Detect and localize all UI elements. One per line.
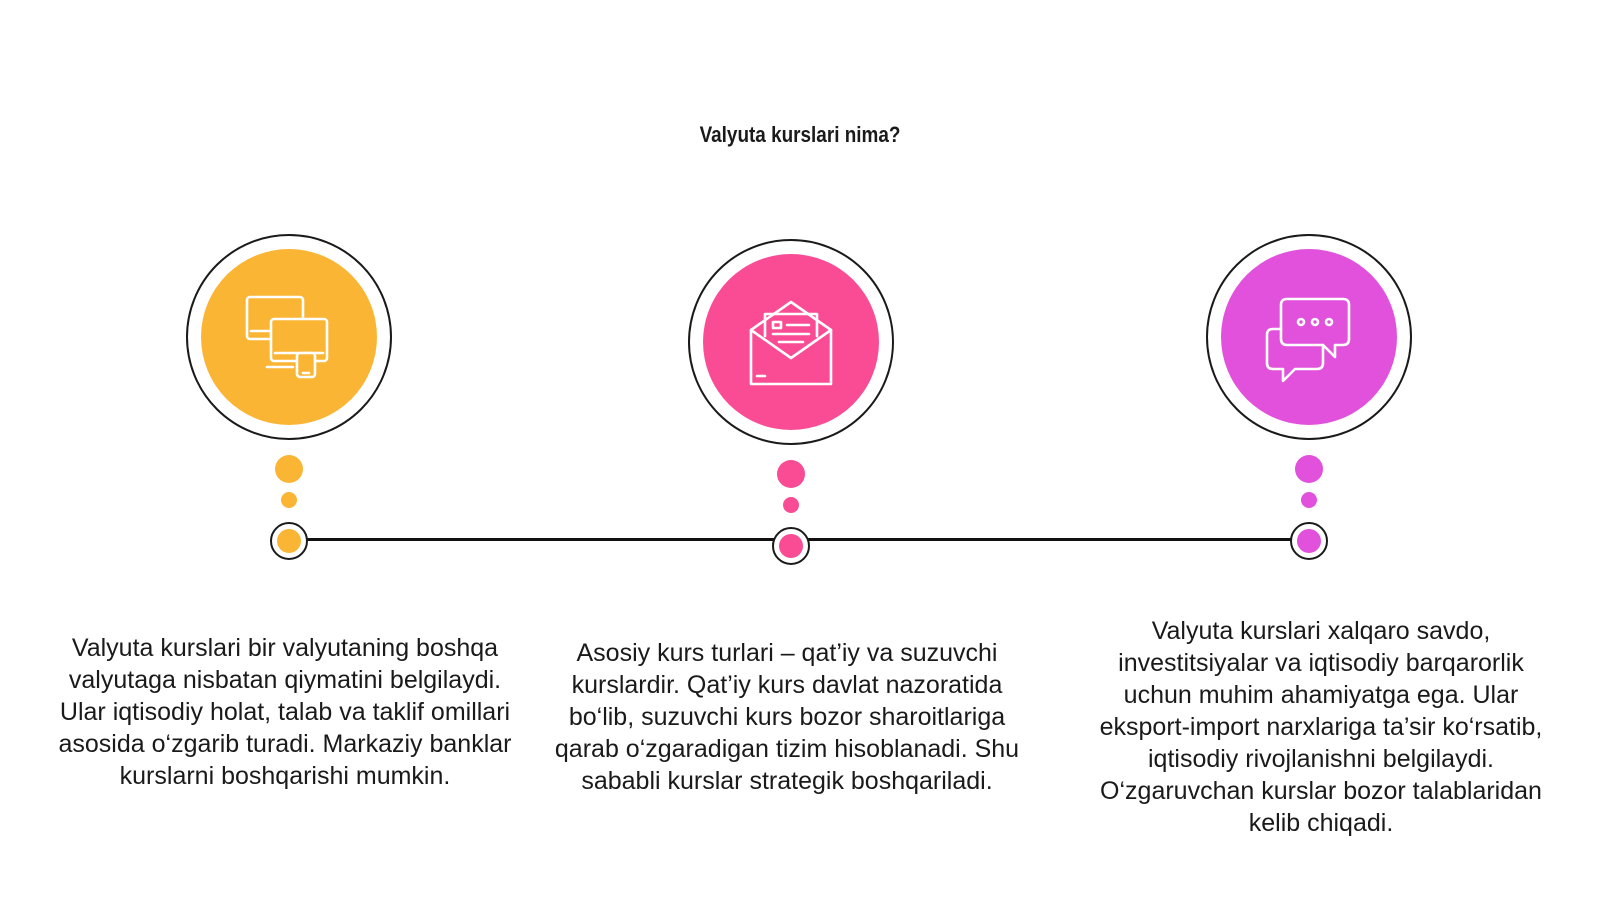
devices-icon bbox=[245, 295, 329, 379]
connector-dot-large-3 bbox=[1295, 455, 1323, 483]
icon-disc-2 bbox=[703, 254, 879, 430]
step-3-description: Valyuta kurslari xalqaro savdo, investit… bbox=[1099, 617, 1543, 837]
page-title: Valyuta kurslari nima? bbox=[699, 122, 901, 147]
connector-dot-large-1 bbox=[275, 455, 303, 483]
connector-dot-small-1 bbox=[281, 492, 297, 508]
connector-dot-large-2 bbox=[777, 460, 805, 488]
icon-disc-3 bbox=[1221, 249, 1397, 425]
envelope-icon bbox=[749, 300, 833, 386]
icon-ring-2 bbox=[688, 239, 894, 445]
icon-ring-1 bbox=[186, 234, 392, 440]
icon-disc-1 bbox=[201, 249, 377, 425]
connector-dot-small-2 bbox=[783, 497, 799, 513]
chat-bubbles-icon bbox=[1265, 297, 1351, 383]
timeline-node-1 bbox=[270, 522, 308, 560]
timeline-node-3 bbox=[1290, 522, 1328, 560]
icon-ring-3 bbox=[1206, 234, 1412, 440]
timeline-node-2 bbox=[772, 527, 810, 565]
step-1-description: Valyuta kurslari bir valyutaning boshqa … bbox=[58, 634, 512, 790]
connector-dot-small-3 bbox=[1301, 492, 1317, 508]
step-2-description: Asosiy kurs turlari – qat’iy va suzuvchi… bbox=[554, 639, 1020, 795]
